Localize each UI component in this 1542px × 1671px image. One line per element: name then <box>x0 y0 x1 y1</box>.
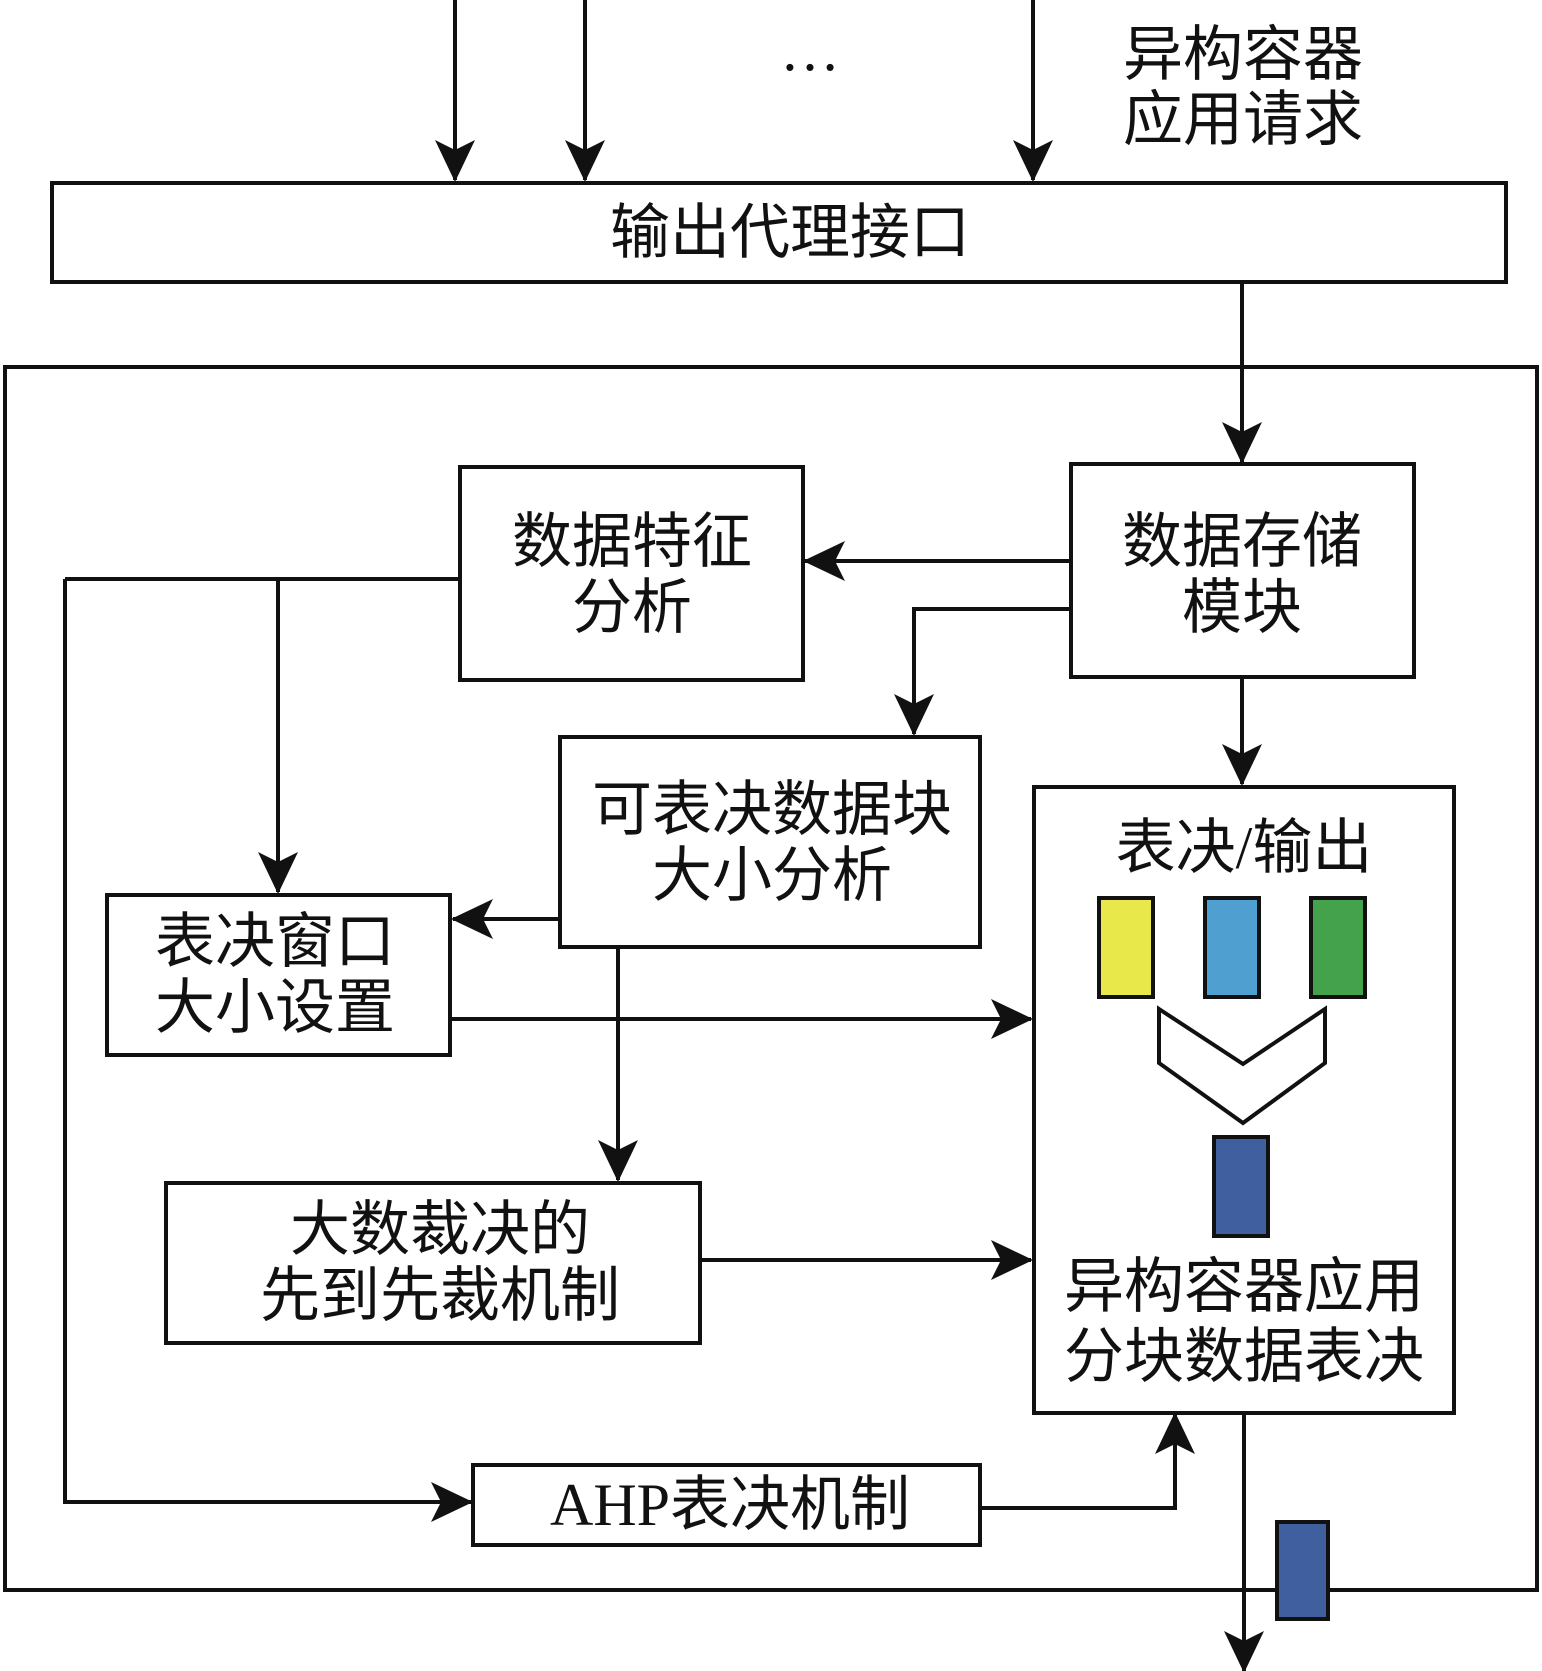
first-come-mechanism-box <box>164 1181 702 1345</box>
feature-label-line1: 数据特征 <box>512 509 752 575</box>
vote-title-label: 表决/输出 <box>1116 815 1373 881</box>
vote-window-size-box <box>105 893 452 1057</box>
blocksize-label-line1: 可表决数据块 <box>592 777 952 843</box>
ahp-to-vote-arrow <box>980 1412 1195 1510</box>
output-data-block <box>1275 1520 1330 1621</box>
yellow-data-block <box>1097 896 1155 999</box>
proxy-interface-box <box>50 181 1508 284</box>
ahp-mechanism-box <box>471 1463 982 1547</box>
blocksize-label-line2: 大小分析 <box>652 843 892 909</box>
window-label-line2: 大小设置 <box>155 975 395 1041</box>
storage-to-blocksize-arrow <box>894 607 1071 736</box>
merge-chevron-icon <box>1157 1005 1327 1126</box>
requests-label-line2: 应用请求 <box>1123 87 1363 153</box>
firstcome-label-line1: 大数裁决的 <box>290 1197 590 1263</box>
requests-label-line1: 异构容器 <box>1123 22 1363 88</box>
ellipsis-label: … <box>780 17 840 83</box>
green-data-block <box>1309 896 1367 999</box>
vote-label-line2: 分块数据表决 <box>1064 1324 1424 1390</box>
proxy-interface-label: 输出代理接口 <box>610 200 970 266</box>
vote-label-line1: 异构容器应用 <box>1064 1254 1424 1320</box>
window-label-line1: 表决窗口 <box>155 909 395 975</box>
feature-label-line2: 分析 <box>572 575 692 641</box>
data-storage-module-box <box>1069 462 1416 679</box>
data-feature-analysis-box <box>458 465 805 682</box>
ahp-label: AHP表决机制 <box>550 1472 910 1538</box>
merged-data-block <box>1212 1135 1270 1238</box>
blue-data-block <box>1203 896 1261 999</box>
feature-to-ahp-arrow <box>63 579 473 1522</box>
storage-label-line2: 模块 <box>1182 575 1302 641</box>
storage-label-line1: 数据存储 <box>1122 509 1362 575</box>
firstcome-label-line2: 先到先裁机制 <box>260 1263 620 1329</box>
block-size-analysis-box <box>558 735 982 949</box>
